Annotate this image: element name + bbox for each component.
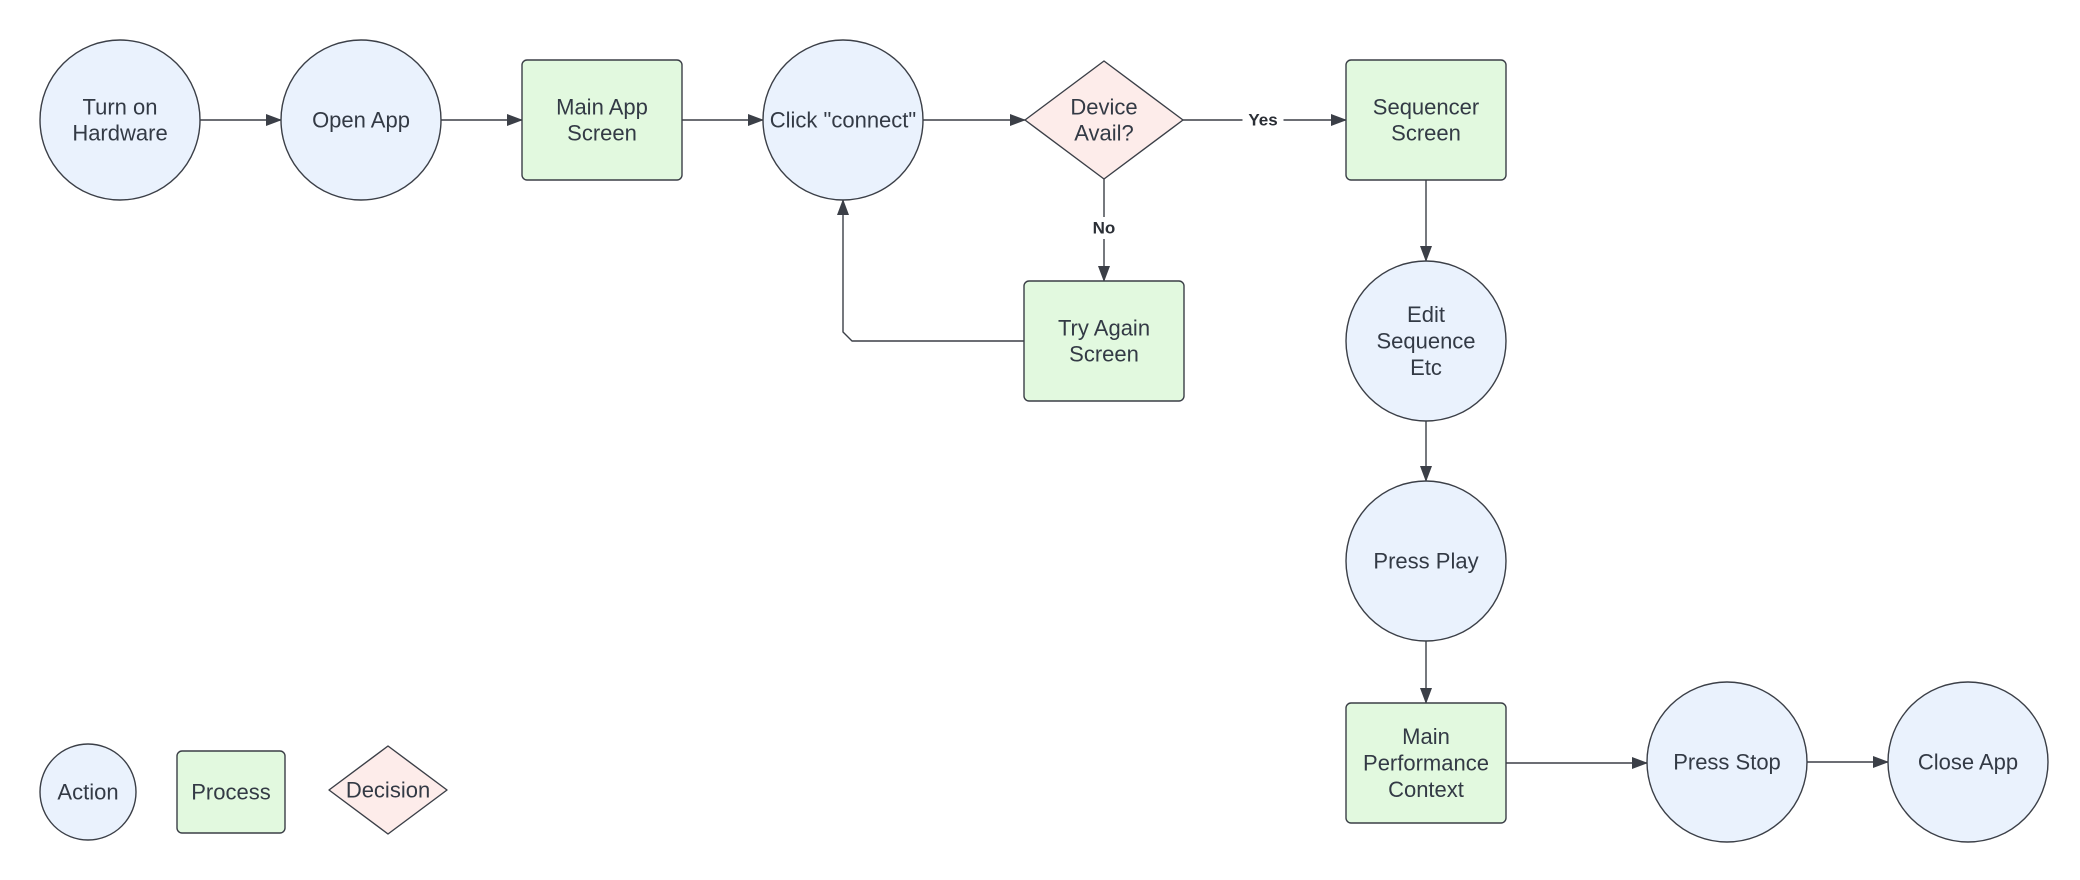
node-label: Main xyxy=(1402,724,1450,749)
node-label: Edit xyxy=(1407,302,1445,327)
decision-shape xyxy=(1024,60,1184,180)
node-label: Context xyxy=(1388,777,1464,802)
node-label: Sequence xyxy=(1376,329,1475,354)
edge-label-background xyxy=(1242,109,1284,131)
node-label: Open App xyxy=(312,108,410,133)
action-shape xyxy=(1646,681,1808,843)
node-label: Device xyxy=(1070,94,1137,119)
process-shape xyxy=(1345,59,1507,181)
node-label: Sequencer xyxy=(1373,94,1479,119)
node-label: Press Stop xyxy=(1673,750,1781,775)
legend-label-process: Process xyxy=(191,780,270,805)
node-label: Screen xyxy=(1391,121,1461,146)
legend-label-decision: Decision xyxy=(346,778,430,803)
node-close-app: Close App xyxy=(1887,681,2049,843)
node-label: Screen xyxy=(1069,342,1139,367)
legend: Action Process Decision xyxy=(39,743,448,841)
action-shape xyxy=(762,39,924,201)
legend-decision-shape xyxy=(328,745,448,835)
node-label: Click "connect" xyxy=(770,108,916,133)
node-press-play: Press Play xyxy=(1345,480,1507,642)
action-shape xyxy=(1887,681,2049,843)
node-label: Turn on xyxy=(82,94,157,119)
process-shape xyxy=(1023,280,1185,402)
edge-try-again-to-click-connect xyxy=(837,199,1024,342)
node-label: Screen xyxy=(567,121,637,146)
node-press-stop: Press Stop xyxy=(1646,681,1808,843)
action-shape xyxy=(1345,480,1507,642)
process-shape xyxy=(521,59,683,181)
legend-item-decision: Decision xyxy=(328,745,448,835)
node-label: Close App xyxy=(1918,750,2018,775)
action-shape xyxy=(39,39,201,201)
process-shape xyxy=(1345,702,1507,824)
legend-action-shape xyxy=(39,743,137,841)
node-label: Etc xyxy=(1410,355,1442,380)
action-shape xyxy=(280,39,442,201)
legend-label-action: Action xyxy=(57,780,118,805)
node-label: Avail? xyxy=(1074,121,1134,146)
legend-item-process: Process xyxy=(176,750,286,834)
node-click-connect: Click "connect" xyxy=(762,39,924,201)
legend-process-shape xyxy=(176,750,286,834)
node-label: Performance xyxy=(1363,751,1489,776)
node-label: Press Play xyxy=(1373,549,1478,574)
legend-item-action: Action xyxy=(39,743,137,841)
node-label: Main App xyxy=(556,94,648,119)
action-shape xyxy=(1345,260,1507,422)
node-open-app: Open App xyxy=(280,39,442,201)
edge-label-yes: Yes xyxy=(1248,111,1277,130)
edge-label-background xyxy=(1089,217,1119,239)
node-label: Try Again xyxy=(1058,315,1150,340)
edge-label-no: No xyxy=(1093,219,1116,238)
node-label: Hardware xyxy=(72,121,167,146)
